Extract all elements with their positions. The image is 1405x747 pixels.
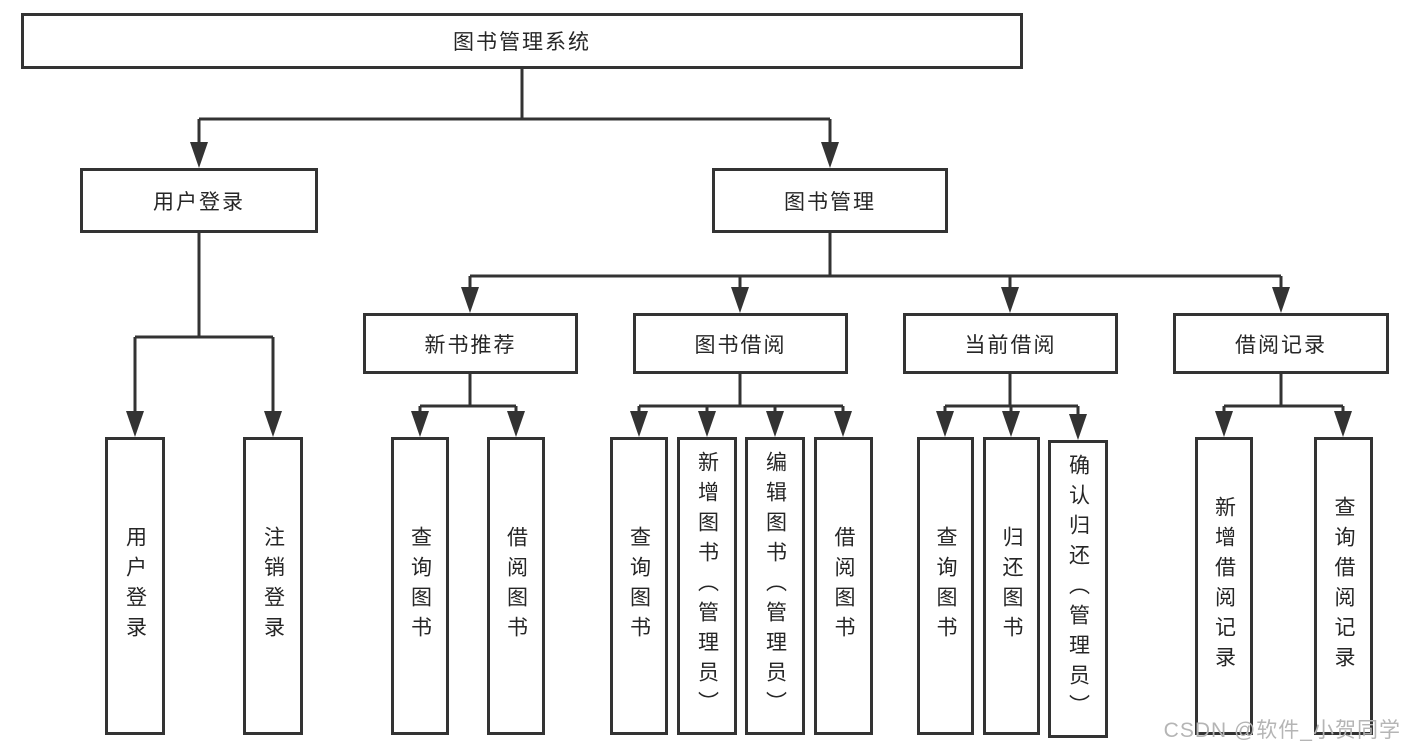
leaf-logout: 注销登录: [243, 437, 303, 735]
leaf-add-borrow-record-label: 新增借阅记录: [1212, 496, 1236, 676]
leaf-user-login-label: 用户登录: [123, 526, 147, 646]
leaf-query-books-borrow-label: 查询图书: [627, 526, 651, 646]
node-new-book-recommend: 新书推荐: [363, 313, 578, 374]
node-library-system-label: 图书管理系统: [453, 31, 591, 54]
leaf-add-book-admin: 新增图书（管理员）: [677, 437, 737, 735]
leaf-add-borrow-record: 新增借阅记录: [1195, 437, 1253, 735]
node-book-borrowing: 图书借阅: [633, 313, 848, 374]
leaf-user-login: 用户登录: [105, 437, 165, 735]
node-user-login-label: 用户登录: [153, 190, 245, 214]
node-book-management: 图书管理: [712, 168, 948, 233]
watermark: CSDN @软件_小贺同学: [1163, 719, 1401, 742]
node-current-borrowing: 当前借阅: [903, 313, 1118, 374]
node-library-system: 图书管理系统: [21, 13, 1023, 69]
leaf-borrow-books: 借阅图书: [814, 437, 873, 735]
leaf-borrow-books-label: 借阅图书: [832, 526, 855, 646]
leaf-borrow-books-recommend-label: 借阅图书: [504, 526, 528, 646]
leaf-return-book: 归还图书: [983, 437, 1040, 735]
node-book-management-label: 图书管理: [784, 190, 876, 214]
leaf-query-books-borrow: 查询图书: [610, 437, 668, 735]
node-borrowing-records: 借阅记录: [1173, 313, 1389, 374]
leaf-confirm-return-admin-label: 确认归还（管理员）: [1066, 454, 1090, 724]
leaf-borrow-books-recommend: 借阅图书: [487, 437, 545, 735]
leaf-query-books-recommend-label: 查询图书: [408, 526, 432, 646]
leaf-query-books-recommend: 查询图书: [391, 437, 449, 735]
leaf-query-books-current: 查询图书: [917, 437, 974, 735]
leaf-return-book-label: 归还图书: [1000, 526, 1023, 646]
node-user-login: 用户登录: [80, 168, 318, 233]
node-borrowing-records-label: 借阅记录: [1235, 333, 1327, 357]
leaf-edit-book-admin-label: 编辑图书（管理员）: [763, 451, 787, 721]
leaf-query-books-current-label: 查询图书: [934, 526, 957, 646]
leaf-logout-label: 注销登录: [261, 526, 285, 646]
leaf-add-book-admin-label: 新增图书（管理员）: [695, 451, 719, 721]
leaf-query-borrow-record-label: 查询借阅记录: [1332, 496, 1355, 676]
arrowheads: [126, 142, 1352, 440]
node-book-borrowing-label: 图书借阅: [694, 333, 787, 357]
leaf-query-borrow-record: 查询借阅记录: [1314, 437, 1373, 735]
leaf-confirm-return-admin: 确认归还（管理员）: [1048, 440, 1108, 738]
node-current-borrowing-label: 当前借阅: [964, 333, 1057, 357]
node-new-book-recommend-label: 新书推荐: [424, 333, 517, 357]
leaf-edit-book-admin: 编辑图书（管理员）: [745, 437, 805, 735]
